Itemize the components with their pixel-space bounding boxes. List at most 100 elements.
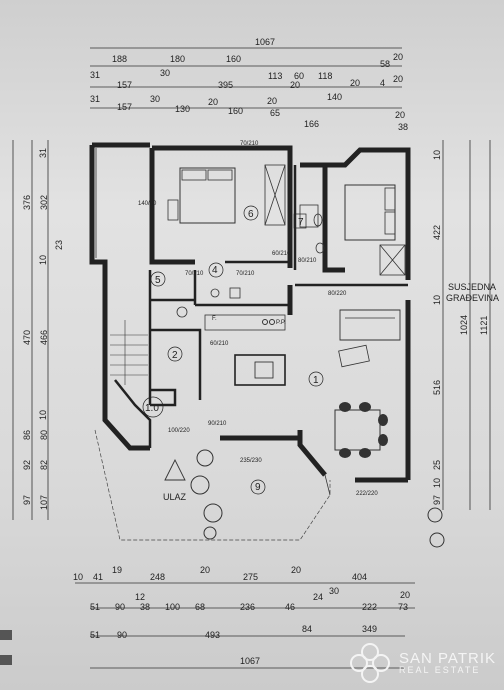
dim-text: 31 [38, 148, 48, 158]
dim-text: 80 [39, 430, 49, 440]
room-5: 5 [155, 275, 161, 286]
dim-text: 23 [54, 240, 64, 250]
opening-label: 100/220 [168, 428, 190, 434]
dim-text: 516 [432, 380, 442, 395]
dim-text: 349 [362, 624, 377, 634]
logo-subtitle: REAL ESTATE [399, 665, 481, 675]
dim-text: 20 [290, 80, 300, 90]
opening-label: 80/210 [298, 258, 317, 264]
opening-label: 140/80 [138, 201, 157, 207]
dim-text: 395 [218, 80, 233, 90]
dim-text: 130 [175, 104, 190, 114]
dim-text: 82 [39, 460, 49, 470]
dim-text: 160 [228, 106, 243, 116]
top-dimensions: 1067 188 180 160 113 60 118 58 20 31 157… [90, 37, 408, 132]
room-9: 9 [255, 482, 261, 493]
dim-text: 97 [22, 495, 32, 505]
dim-text: 470 [22, 330, 32, 345]
dim-text: 1024 [459, 315, 469, 335]
dim-text: 248 [150, 572, 165, 582]
room-1-0: 1.0 [145, 403, 159, 414]
dim-text: 10 [38, 410, 48, 420]
opening-label: 70/210 [240, 141, 259, 147]
dim-text: 166 [304, 119, 319, 129]
dim-text: 86 [22, 430, 32, 440]
opening-label: 70/210 [236, 271, 255, 277]
dim-text: 65 [270, 108, 280, 118]
opening-label: 80/220 [328, 291, 347, 297]
dim-text: 107 [39, 495, 49, 510]
dim-text: 10 [432, 478, 442, 488]
room-4: 4 [212, 265, 218, 276]
opening-label: 60/210 [272, 251, 291, 257]
dim-text: 38 [398, 122, 408, 132]
dim-text: 97 [432, 495, 442, 505]
opening-label: 235/230 [240, 458, 262, 464]
dim-text: 20 [200, 565, 210, 575]
dim-text: 84 [302, 624, 312, 634]
dim-text: 92 [22, 460, 32, 470]
opening-label: 70/210 [185, 271, 204, 277]
dim-text: 222 [362, 602, 377, 612]
misc-labels: ULAZ SUSJEDNA GRAĐEVINA F. P.P. [163, 282, 499, 502]
dim-text: 157 [117, 102, 132, 112]
dim-text: 493 [205, 630, 220, 640]
dim-text: 31 [90, 70, 100, 80]
dim-text: 25 [432, 460, 442, 470]
dim-text: 31 [90, 94, 100, 104]
room-2: 2 [172, 350, 178, 361]
dim-text: 1121 [479, 316, 489, 335]
building-walls [89, 142, 411, 483]
dim-text: 404 [352, 572, 367, 582]
dim-text: 19 [112, 565, 122, 575]
dim-text: 46 [285, 602, 295, 612]
dim-text: 20 [208, 97, 218, 107]
dim-text: 73 [398, 602, 408, 612]
bottom-dimensions: 10 41 19 248 20 275 20 404 51 90 12 38 1… [73, 565, 415, 669]
dim-text: 20 [400, 590, 410, 600]
dim-text: 466 [39, 330, 49, 345]
dim-text: 236 [240, 602, 255, 612]
dim-top-total: 1067 [255, 37, 275, 47]
dim-text: 38 [140, 602, 150, 612]
san-patrik-logo: SAN PATRIK REAL ESTATE [347, 640, 496, 686]
left-dimensions: 376 302 31 10 23 470 466 10 80 86 92 82 … [12, 140, 64, 520]
dim-text: 30 [150, 94, 160, 104]
dim-text: 60 [294, 71, 304, 81]
furniture [94, 164, 445, 548]
dim-text: 12 [135, 592, 145, 602]
entrance-label: ULAZ [163, 492, 187, 502]
dim-text: 10 [38, 255, 48, 265]
dim-text: 20 [395, 110, 405, 120]
dim-text: 41 [93, 572, 103, 582]
room-7: 7 [298, 217, 304, 228]
dim-text: 422 [432, 225, 442, 240]
dim-text: 10 [432, 150, 442, 160]
dim-text: 30 [160, 68, 170, 78]
dim-text: 90 [117, 630, 127, 640]
dim-text: 140 [327, 92, 342, 102]
dim-text: 113 [268, 71, 282, 81]
logo-name: SAN PATRIK [399, 650, 496, 667]
dim-text: 58 [380, 59, 390, 69]
opening-label: 90/210 [208, 421, 227, 427]
dim-text: 20 [350, 78, 360, 88]
dim-text: 90 [115, 602, 125, 612]
dim-text: 302 [39, 195, 49, 210]
dim-text: 10 [73, 572, 83, 582]
dim-text: 51 [90, 602, 100, 612]
pp-label: P.P. [276, 320, 286, 326]
dim-text: 20 [393, 52, 403, 62]
opening-labels: 140/80 70/210 70/210 60/210 60/210 80/21… [138, 141, 378, 497]
dim-text: 68 [195, 602, 205, 612]
dim-text: 20 [393, 74, 403, 84]
dim-text: 30 [329, 586, 339, 596]
dim-text: 180 [170, 54, 185, 64]
dim-text: 51 [90, 630, 100, 640]
neighbor-label-1: SUSJEDNA [448, 282, 496, 292]
dim-text: 24 [313, 592, 323, 602]
opening-label: 222/220 [356, 491, 378, 497]
room-1: 1 [313, 375, 319, 386]
dim-text: 20 [267, 96, 277, 106]
